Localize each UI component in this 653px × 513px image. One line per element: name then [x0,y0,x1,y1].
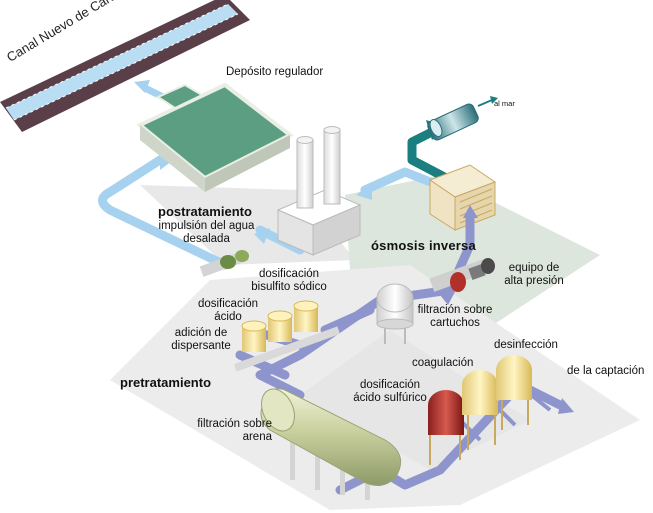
bisulfito-line1: dosificación [258,268,320,280]
acido-line2: ácido [214,311,242,323]
filtracion-cartuchos-label: filtración sobre cartuchos [412,304,498,330]
water-arrow-bisulfito [254,228,270,244]
cartridge-filter [376,283,414,344]
process-arrow-up [463,205,478,218]
desinfeccion-label: desinfección [494,339,558,351]
canal-nuevo-de-cartagena [0,0,250,132]
sand-filter [260,388,402,500]
impulsion-line2: desalada [183,233,230,245]
arena-line2: arena [242,431,272,443]
sulfurico-label: dosificación ácido sulfúrico [344,379,436,405]
acido-label: dosificación ácido [193,298,263,324]
acid-dosing-tanks [233,300,341,372]
osmosis-label: ósmosis inversa [371,238,476,253]
equipo-label: equipo de alta presión [503,262,565,288]
dispersante-line1: adición de [174,327,228,339]
pretratamiento-label: pretratamiento [120,375,212,390]
filtracion-cart-line2: cartuchos [430,317,480,329]
equipo-line1: equipo de [508,262,560,274]
al-mar-label: al mar [494,99,515,108]
postratamiento-unit [276,126,362,256]
deposito-regulador [136,82,294,192]
coagulacion-label: coagulación [412,357,474,369]
dispersante-label: adición de dispersante [165,327,237,353]
process-arrow-captacion [558,398,574,414]
postratamiento-label: postratamiento [158,204,252,219]
process-arrow-filter [440,290,456,305]
impulsion-line1: impulsión del agua [158,220,255,232]
water-arrow-to-post [356,183,372,200]
equipo-line2: alta presión [504,275,564,287]
brine-pipe [407,96,498,184]
acido-line1: dosificación [197,298,259,310]
arena-label: filtración sobre arena [190,418,272,444]
sulfurico-line1: dosificación [359,379,421,391]
sulfurico-line2: ácido sulfúrico [353,392,427,404]
deposito-label: Depósito regulador [226,66,324,78]
high-pressure-pump [429,258,495,292]
captacion-label: de la captación [567,365,645,377]
filtracion-cart-line1: filtración sobre [417,304,493,316]
arena-line1: filtración sobre [197,418,272,430]
bisulfito-line2: bisulfito sódico [251,281,327,293]
impulsion-label: impulsión del agua desalada [141,220,272,246]
dispersante-line2: dispersante [171,340,231,352]
impulsion-pump [199,250,249,277]
pretreatment-tanks [428,355,532,465]
bisulfito-label: dosificación bisulfito sódico [248,268,330,294]
